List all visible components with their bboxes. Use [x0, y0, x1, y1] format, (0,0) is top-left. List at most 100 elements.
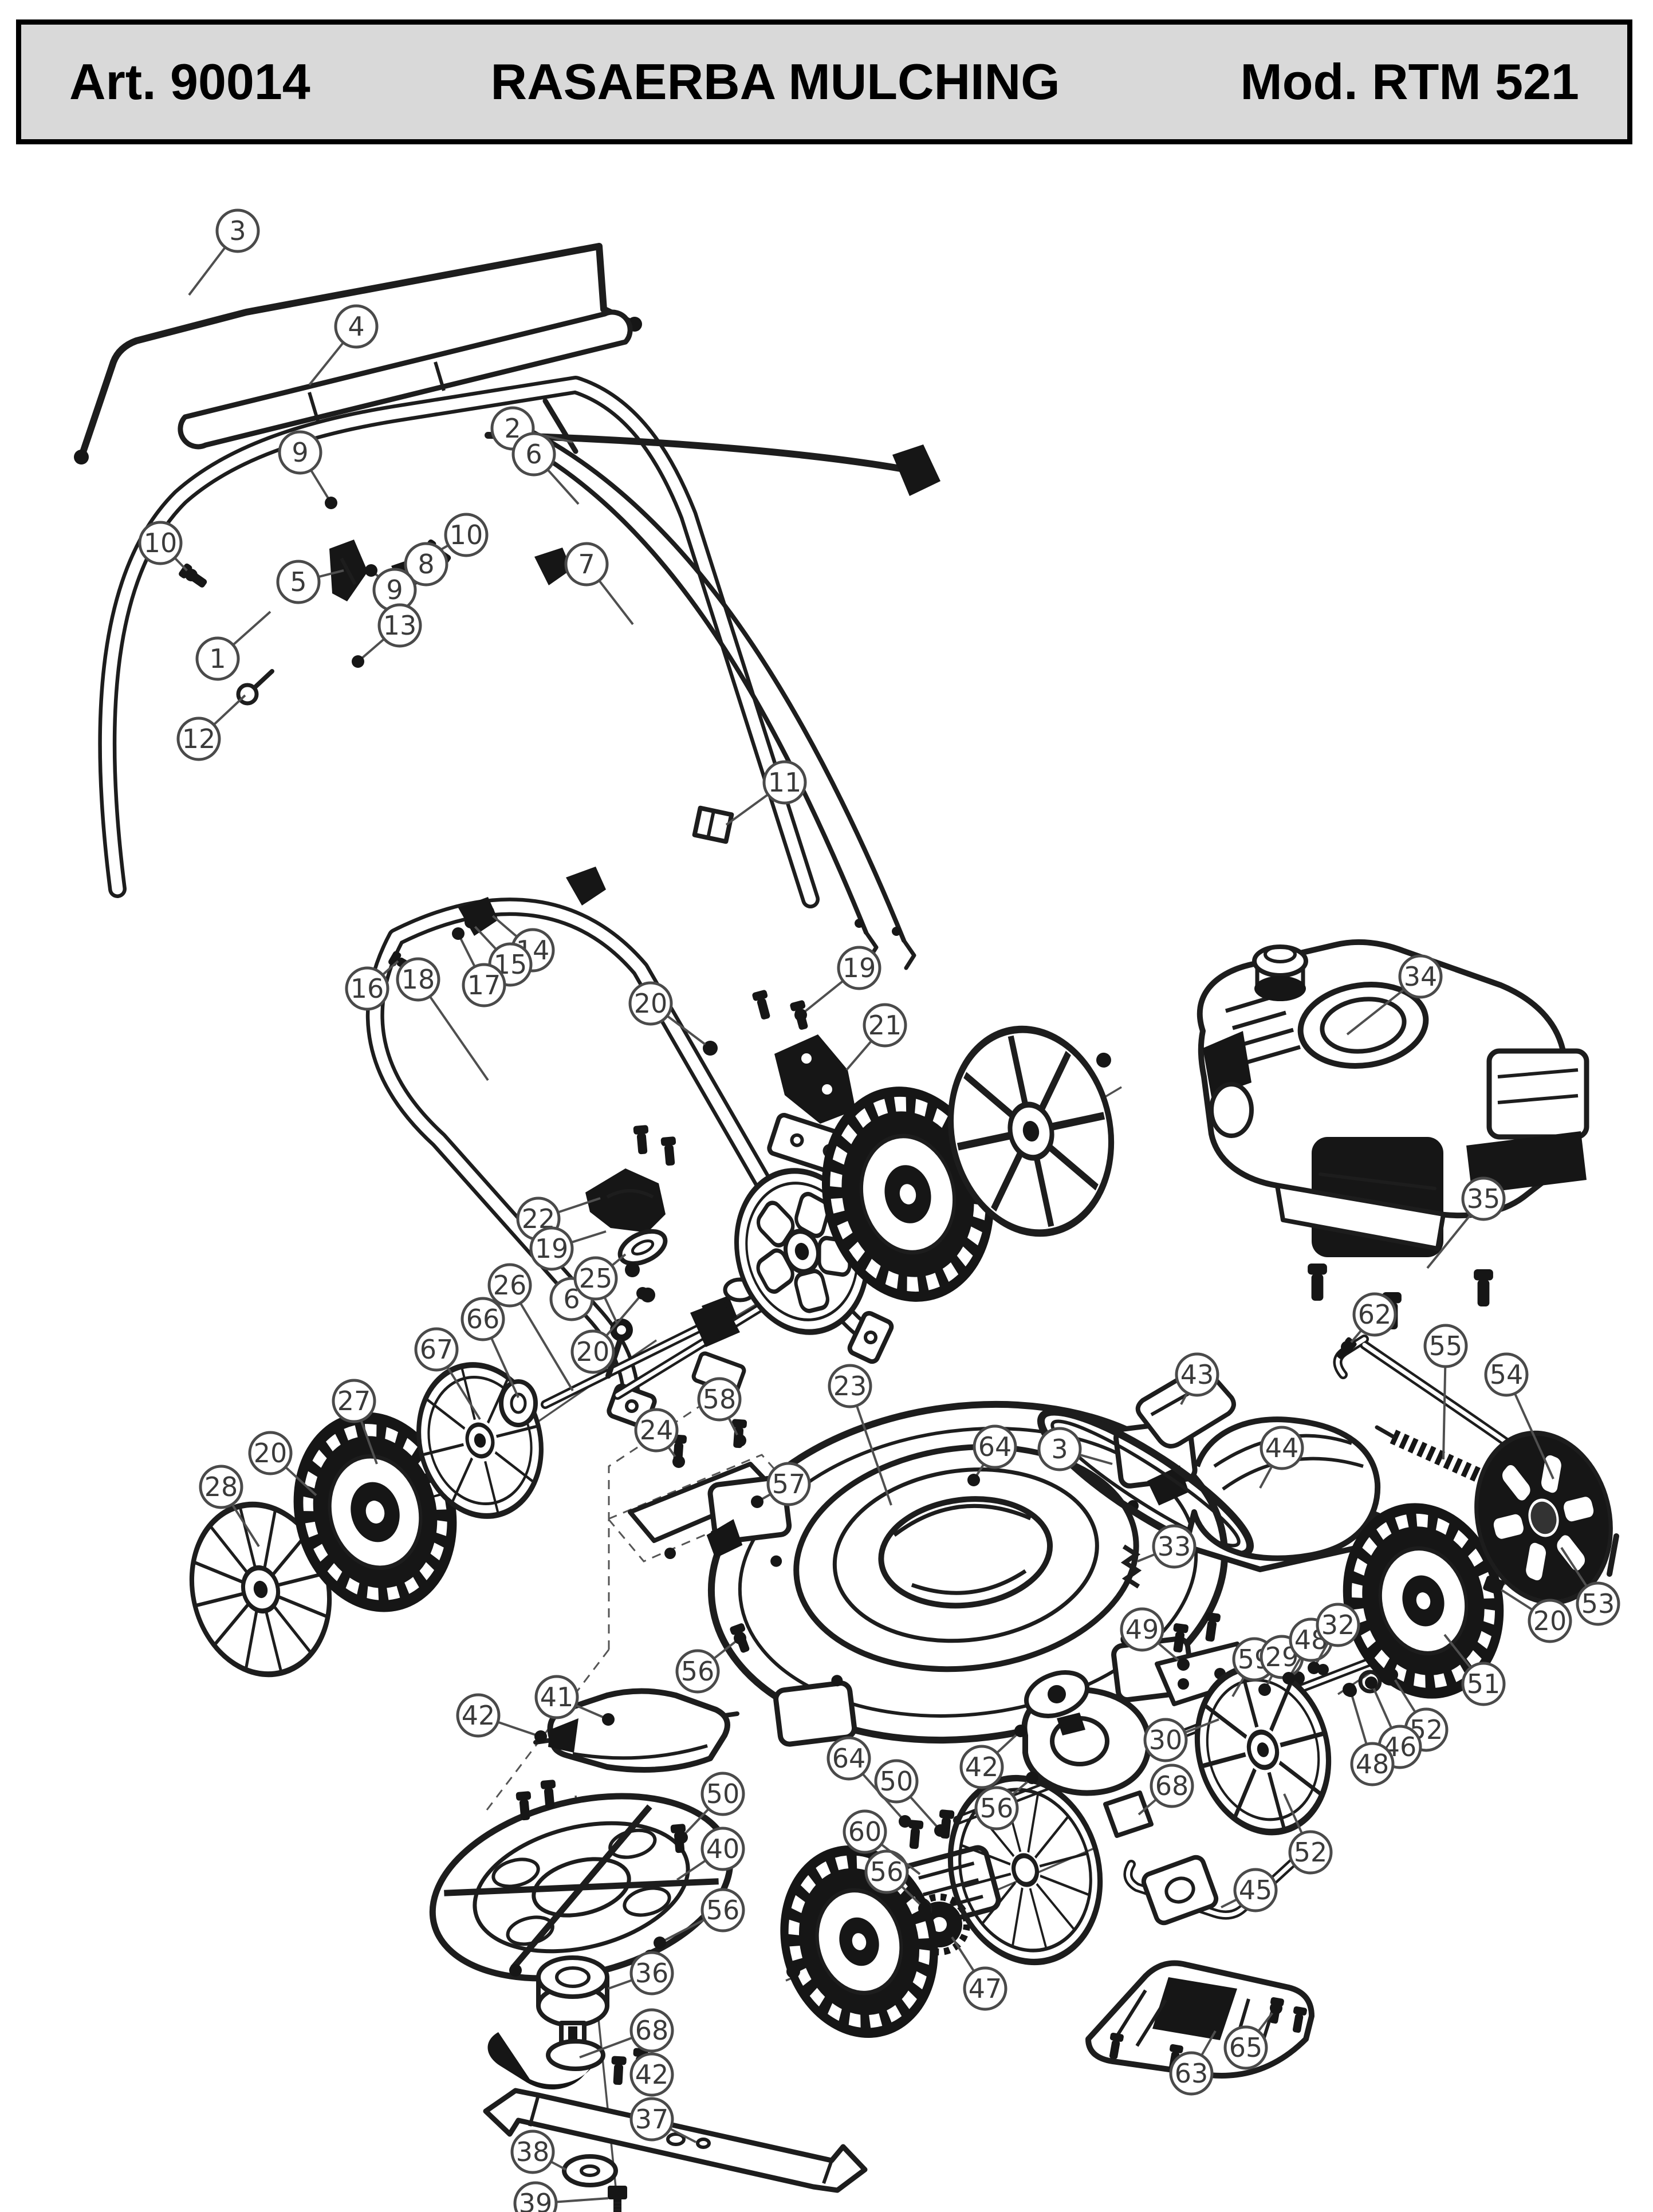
svg-text:49: 49	[1125, 1614, 1159, 1645]
svg-text:45: 45	[1239, 1875, 1273, 1906]
part-blade-bolt	[608, 2186, 627, 2212]
svg-text:42: 42	[965, 1752, 999, 1782]
callout-22: 22	[516, 1196, 601, 1241]
svg-text:6: 6	[525, 439, 542, 470]
part-right-tire	[1343, 1503, 1504, 1699]
callout-20: 20	[570, 1287, 649, 1374]
callout-4: 4	[308, 304, 379, 386]
model-number: Mod. RTM 521	[1240, 53, 1579, 110]
svg-text:36: 36	[635, 1958, 669, 1989]
callout-42: 42	[959, 1725, 1027, 1789]
callout-68: 68	[579, 2008, 674, 2059]
callout-19: 19	[794, 946, 881, 1021]
title-bar: Art. 90014 RASAERBA MULCHING Mod. RTM 52…	[16, 19, 1632, 144]
svg-text:39: 39	[519, 2188, 553, 2212]
callout-25: 25	[573, 1256, 619, 1325]
svg-text:13: 13	[383, 610, 417, 641]
svg-text:56: 56	[706, 1895, 740, 1926]
callout-5: 5	[276, 560, 344, 604]
part-engine	[1197, 939, 1589, 1329]
svg-text:28: 28	[204, 1471, 238, 1502]
part-front-rim	[932, 1011, 1144, 1249]
callout-18: 18	[396, 957, 489, 1081]
svg-text:34: 34	[1404, 961, 1438, 992]
part-left-tire	[293, 1412, 457, 1612]
callout-32: 32	[1308, 1603, 1360, 1674]
callout-9: 9	[365, 564, 417, 612]
callout-45: 45	[1221, 1868, 1278, 1912]
svg-text:10: 10	[144, 528, 178, 558]
part-left-hubcap	[174, 1490, 347, 1689]
svg-text:27: 27	[337, 1386, 371, 1416]
callout-68: 68	[1138, 1764, 1194, 1816]
callout-20: 20	[628, 981, 717, 1054]
callout-33: 33	[1137, 1524, 1197, 1569]
svg-text:30: 30	[1149, 1725, 1183, 1756]
svg-text:65: 65	[1229, 2032, 1263, 2063]
callout-64: 64	[967, 1424, 1017, 1486]
page-title: RASAERBA MULCHING	[490, 53, 1060, 110]
svg-text:54: 54	[1490, 1359, 1524, 1390]
svg-text:9: 9	[292, 437, 308, 468]
part-blade	[483, 2088, 868, 2193]
svg-text:21: 21	[868, 1010, 902, 1041]
callout-12: 12	[176, 694, 246, 761]
part-bottom-spoke-wheel	[930, 1761, 1120, 1979]
svg-text:64: 64	[978, 1431, 1012, 1462]
callout-16: 16	[345, 960, 399, 1011]
svg-text:62: 62	[1358, 1299, 1392, 1330]
svg-text:44: 44	[1265, 1432, 1299, 1463]
callout-42: 42	[629, 2052, 674, 2097]
svg-text:9: 9	[386, 574, 403, 605]
callout-64: 64	[826, 1736, 911, 1828]
svg-text:25: 25	[579, 1263, 613, 1294]
svg-text:40: 40	[706, 1833, 740, 1864]
callout-30: 30	[1143, 1718, 1219, 1762]
part-blade-support	[487, 2032, 596, 2089]
svg-text:37: 37	[635, 2104, 669, 2135]
part-handle-grip	[178, 309, 633, 450]
svg-text:17: 17	[467, 970, 501, 1001]
part-handle-clamps	[178, 538, 572, 706]
callout-49: 49	[1120, 1607, 1190, 1671]
svg-text:8: 8	[418, 549, 434, 580]
callout-42: 42	[456, 1693, 547, 1743]
part-bottom-tire	[780, 1845, 938, 2038]
svg-text:66: 66	[466, 1304, 500, 1335]
svg-text:48: 48	[1356, 1749, 1390, 1780]
svg-text:43: 43	[1180, 1359, 1214, 1390]
callout-56: 56	[974, 1772, 1038, 1831]
callout-41: 41	[534, 1675, 615, 1726]
callout-44: 44	[1259, 1426, 1304, 1489]
callout-17: 17	[452, 927, 506, 1007]
callout-60: 60	[843, 1809, 921, 1875]
part-left-handle-bracket	[585, 1124, 678, 1302]
callout-56: 56	[864, 1849, 931, 1915]
part-height-adjuster	[1123, 1834, 1309, 1926]
svg-text:55: 55	[1429, 1331, 1463, 1361]
svg-text:47: 47	[969, 1973, 1002, 2004]
part-blade-adapter	[536, 1955, 609, 2071]
svg-text:53: 53	[1581, 1588, 1615, 1619]
svg-text:64: 64	[832, 1743, 866, 1774]
svg-text:20: 20	[254, 1438, 288, 1469]
svg-text:24: 24	[640, 1415, 674, 1446]
callout-13: 13	[352, 603, 422, 668]
svg-text:68: 68	[635, 2015, 669, 2046]
svg-text:5: 5	[290, 566, 306, 597]
callout-48: 48	[1344, 1684, 1395, 1786]
callout-58: 58	[697, 1377, 746, 1447]
part-cable-block	[692, 805, 734, 844]
callout-55: 55	[1423, 1324, 1468, 1460]
callout-3: 3	[1037, 1427, 1113, 1471]
callout-47: 47	[951, 1936, 1007, 2011]
callout-7: 7	[564, 542, 634, 625]
svg-text:42: 42	[462, 1700, 495, 1731]
callout-57: 57	[751, 1462, 811, 1508]
callout-36: 36	[608, 1951, 674, 1995]
svg-text:56: 56	[980, 1793, 1014, 1824]
callout-9: 9	[278, 430, 337, 509]
